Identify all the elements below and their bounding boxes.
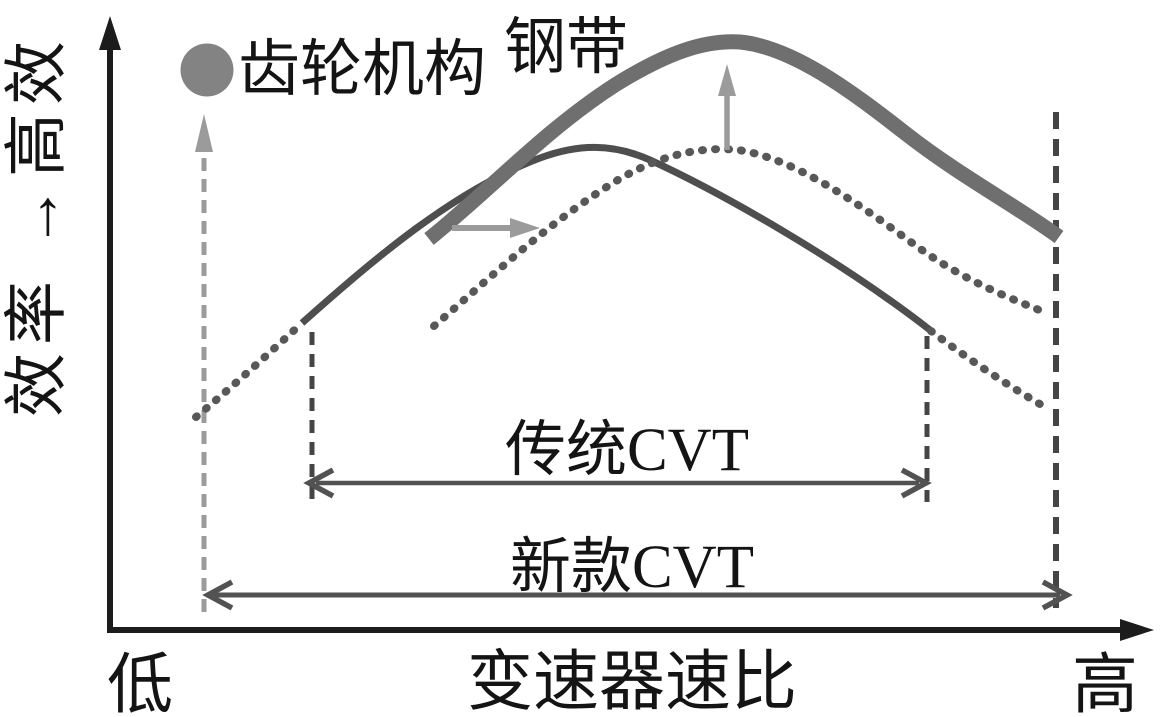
new-range-arrowhead-left-icon: [202, 579, 234, 611]
gear-label: 齿轮机构: [238, 36, 486, 104]
x-axis-label: 变速器速比: [467, 646, 797, 717]
new-cvt-label: 新款CVT: [510, 534, 754, 601]
y-axis-arrowhead-icon: [99, 16, 121, 50]
gear-dot-marker: [180, 43, 234, 97]
new-range-arrowhead-right-icon: [1041, 579, 1073, 611]
belt-label: 钢带: [504, 14, 628, 82]
efficiency-gain-arrowhead-icon: [718, 64, 736, 96]
x-axis-low-label: 低: [107, 649, 173, 717]
new-cvt-dotted-extension-right: [927, 327, 1054, 414]
gear-dashed-arrowhead-icon: [195, 114, 213, 152]
traditional-range-arrowhead-left-icon: [303, 467, 335, 499]
x-axis-arrowhead-icon: [1120, 619, 1154, 641]
new-cvt-dotted-extension-left: [192, 320, 305, 421]
new-cvt-dotted-curve: [430, 145, 1053, 330]
traditional-cvt-label: 传统CVT: [505, 417, 749, 484]
traditional-cvt-solid-curve: [299, 143, 933, 333]
y-axis-label: 效率 →高效: [2, 33, 73, 417]
ratio-shift-arrowhead-icon: [510, 218, 540, 238]
x-axis-high-label: 高: [1072, 649, 1138, 717]
traditional-range-arrowhead-right-icon: [900, 467, 932, 499]
steel-belt-thick-curve: [424, 34, 1064, 245]
